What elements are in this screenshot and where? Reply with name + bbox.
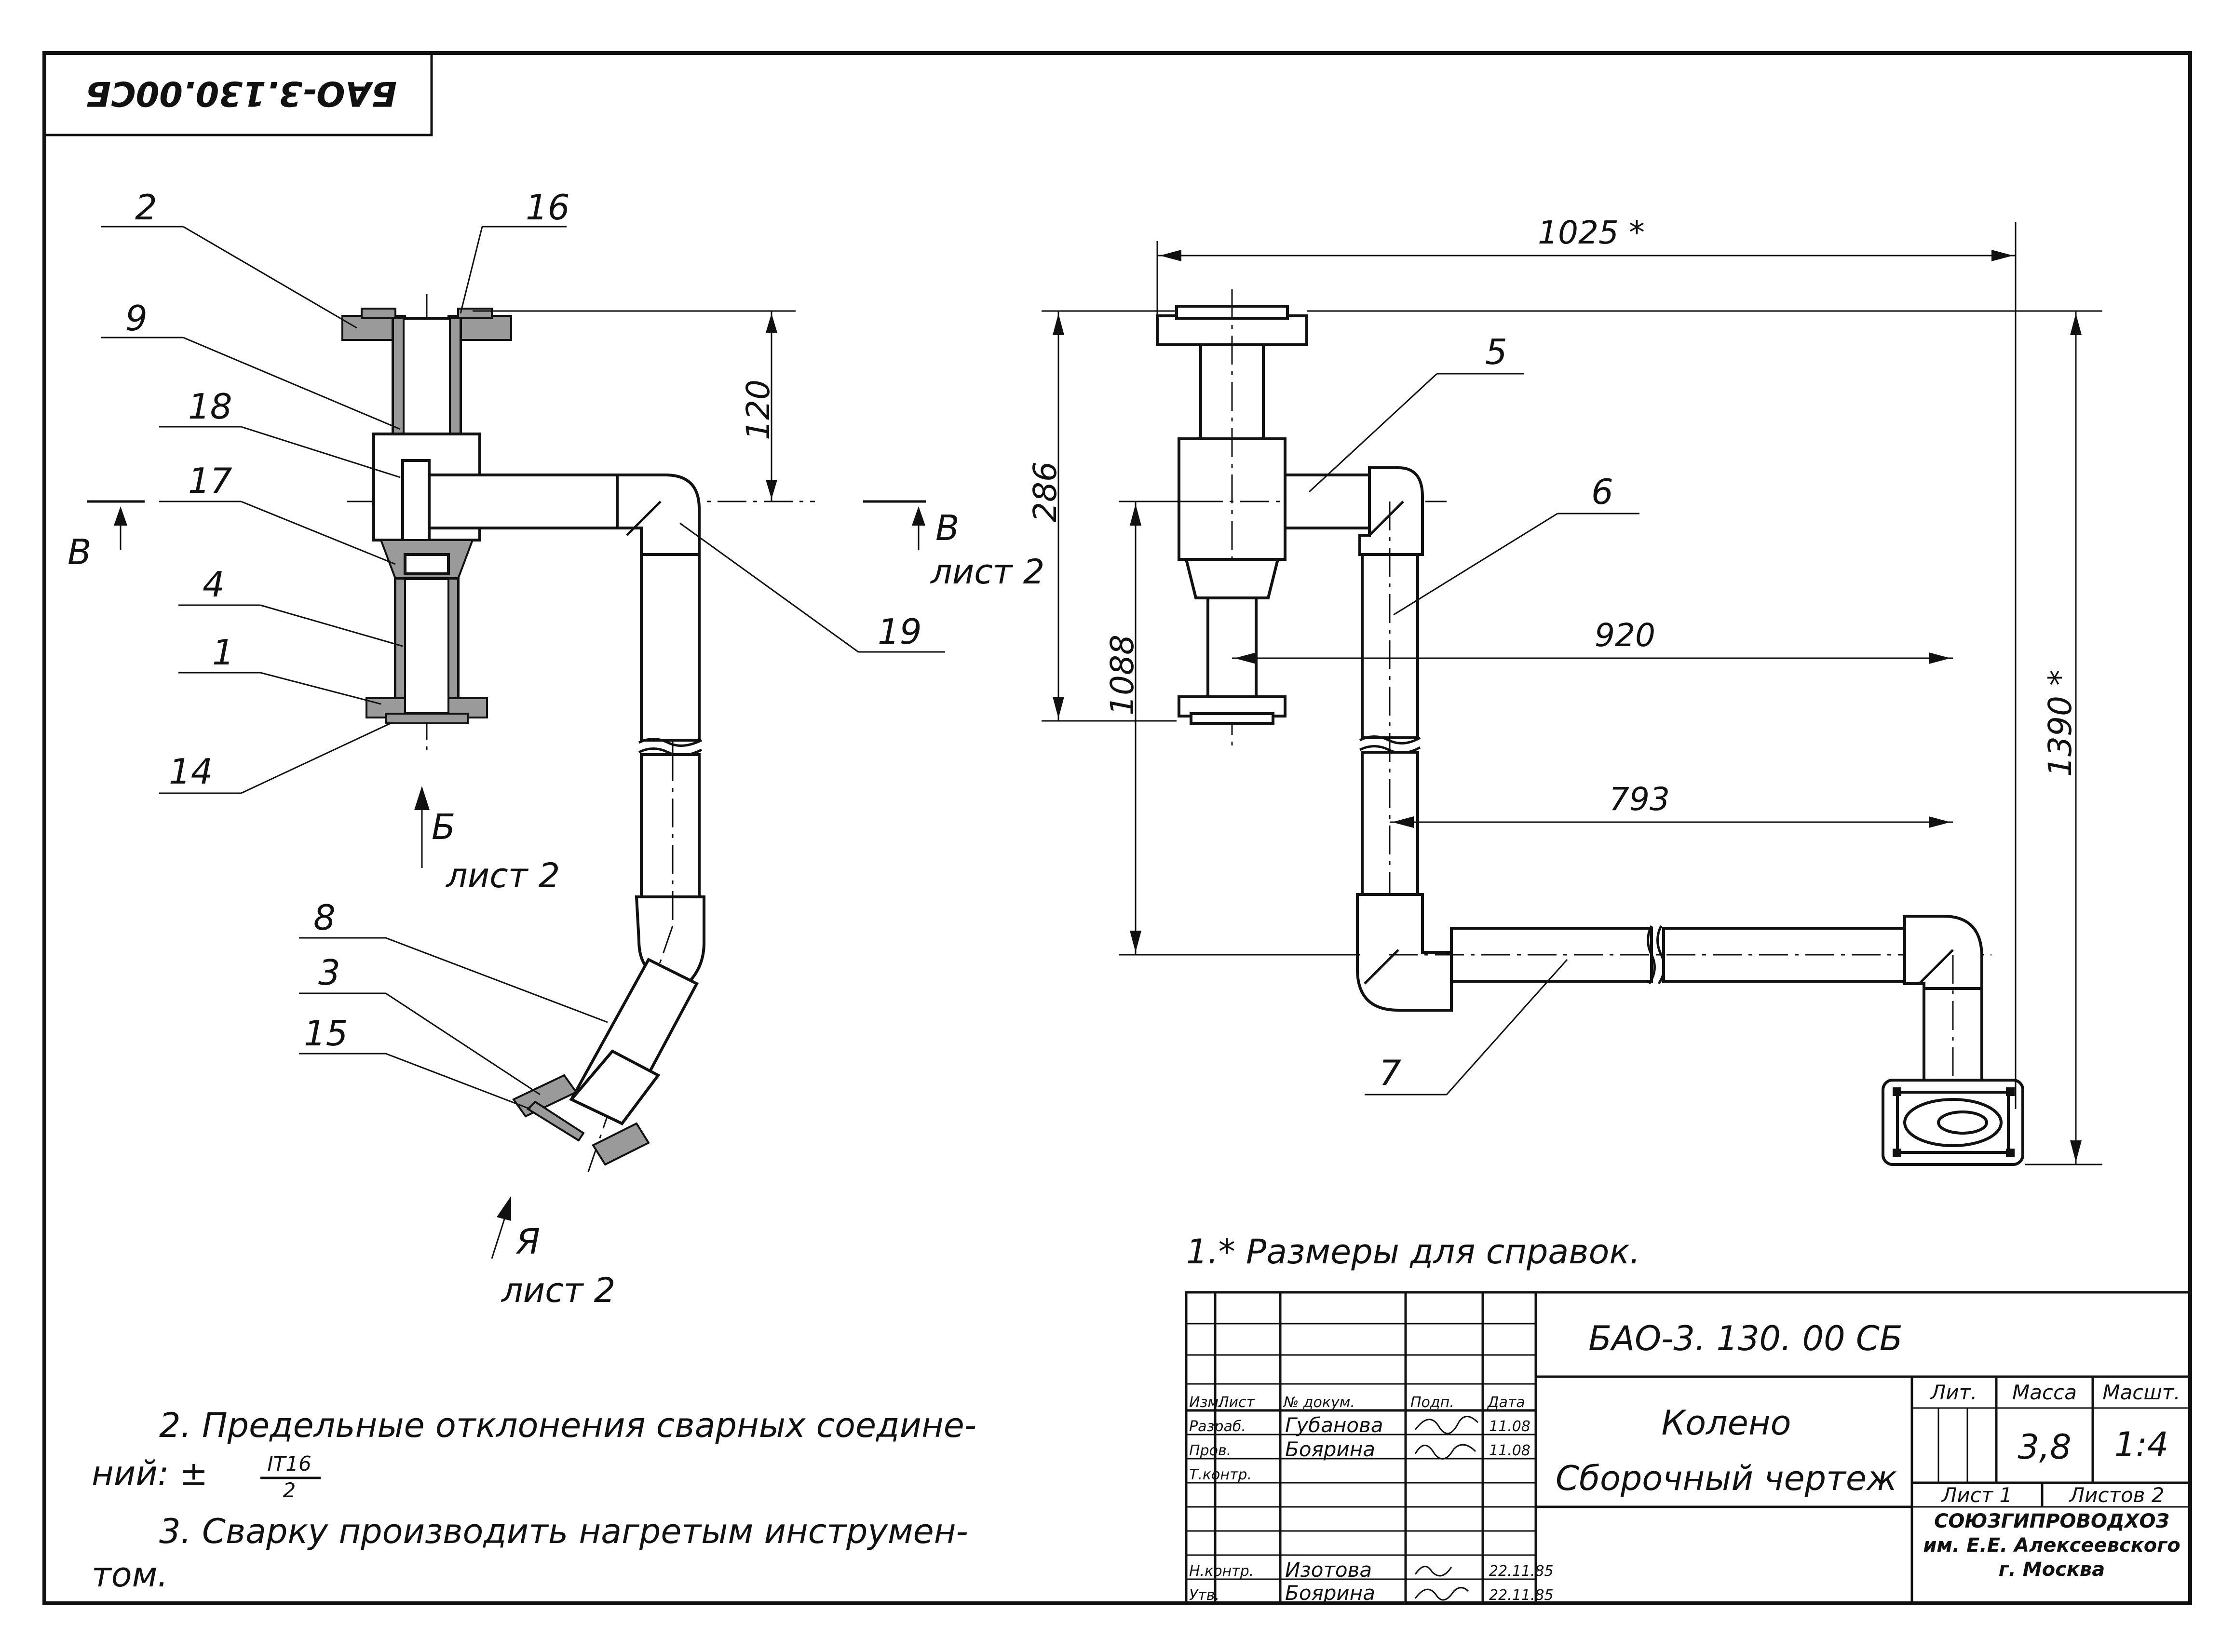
notes: 1.* Размеры для справок. 2. Предельные о… bbox=[92, 1232, 1640, 1595]
right-view-leaders: 5 6 7 bbox=[1308, 332, 1639, 1096]
label-16: 16 bbox=[526, 187, 570, 228]
dim-286-text: 286 bbox=[1027, 461, 1064, 522]
view-b-mark: Б bbox=[432, 807, 455, 847]
label-9: 9 bbox=[125, 298, 148, 339]
label-18: 18 bbox=[188, 386, 232, 427]
note-2-fraction-den: 2 bbox=[283, 1478, 296, 1502]
tb-sheet: Лист 1 bbox=[1941, 1483, 2013, 1507]
tb-role-tech-control: Т.контр. bbox=[1189, 1466, 1252, 1483]
tb-name-norm-control: Изотова bbox=[1285, 1558, 1372, 1582]
view-ya-sheet: лист 2 bbox=[501, 1271, 615, 1310]
label-1: 1 bbox=[212, 632, 234, 673]
left-view bbox=[341, 294, 815, 1172]
tb-sheets: Листов 2 bbox=[2069, 1483, 2165, 1507]
section-sheet-right: лист 2 bbox=[930, 552, 1044, 592]
dim-793-text: 793 bbox=[1609, 781, 1670, 818]
top-stamp: БАО-3.130.00СБ bbox=[44, 53, 433, 136]
tb-role-developer: Разраб. bbox=[1189, 1418, 1246, 1435]
signature-norm-control bbox=[1414, 1566, 1452, 1577]
tb-name-checker: Боярина bbox=[1285, 1437, 1375, 1461]
dim-120: 120 bbox=[473, 310, 796, 501]
tb-date-developer: 11.08 bbox=[1489, 1418, 1530, 1435]
tb-header-doc-no: № докум. bbox=[1283, 1394, 1355, 1411]
note-2-line1: 2. Предельные отклонения сварных соедине… bbox=[159, 1406, 976, 1445]
tb-header-mass: Масса bbox=[2012, 1381, 2077, 1404]
left-view-leaders: 2 16 9 18 17 4 1 14 19 8 3 15 bbox=[101, 187, 945, 1110]
right-view bbox=[1148, 289, 2024, 1166]
signature-developer bbox=[1414, 1416, 1479, 1435]
tb-doc-type: Сборочный чертеж bbox=[1556, 1459, 1897, 1498]
signature-checker bbox=[1414, 1444, 1476, 1460]
tb-date-checker: 11.08 bbox=[1489, 1442, 1530, 1459]
tb-role-checker: Пров. bbox=[1189, 1442, 1231, 1459]
label-8: 8 bbox=[313, 897, 336, 938]
tb-role-approved: Утв. bbox=[1189, 1587, 1219, 1604]
right-view-dimensions: 1025 * 1390 * 286 1088 920 793 bbox=[1027, 214, 2102, 1165]
section-mark-left: В bbox=[68, 532, 91, 572]
label-4: 4 bbox=[203, 564, 225, 605]
dim-1025-text: 1025 * bbox=[1538, 214, 1645, 251]
tb-name: Колено bbox=[1662, 1403, 1791, 1443]
dim-120-text: 120 bbox=[740, 379, 777, 440]
label-6: 6 bbox=[1591, 472, 1613, 512]
tb-mass-value: 3,8 bbox=[2018, 1427, 2071, 1467]
tb-header-date: Дата bbox=[1487, 1394, 1525, 1411]
label-3: 3 bbox=[318, 952, 340, 993]
signature-approved bbox=[1414, 1587, 1469, 1601]
dim-1390-text: 1390 * bbox=[2042, 670, 2079, 777]
tb-header-lit: Лит. bbox=[1930, 1381, 1977, 1404]
tb-header-scale: Масшт. bbox=[2102, 1381, 2180, 1404]
label-19: 19 bbox=[878, 611, 922, 652]
note-2-fraction-num: IT16 bbox=[267, 1452, 311, 1476]
tb-role-norm-control: Н.контр. bbox=[1189, 1563, 1254, 1580]
label-15: 15 bbox=[304, 1013, 348, 1054]
note-3-line2: том. bbox=[92, 1555, 168, 1595]
tb-code: БАО-3. 130. 00 СБ bbox=[1588, 1319, 1903, 1358]
tb-date-norm-control: 22.11.85 bbox=[1489, 1563, 1554, 1580]
note-2-line2-prefix: ний: ± bbox=[92, 1454, 208, 1493]
section-marks: В В лист 2 Б лист 2 Я лист 2 bbox=[68, 500, 1044, 1310]
title-block: Изм. Лист № докум. Подп. Дата Разраб. Пр… bbox=[1185, 1291, 2192, 1605]
tb-scale-value: 1:4 bbox=[2114, 1425, 2169, 1464]
label-5: 5 bbox=[1485, 332, 1507, 372]
top-stamp-code: БАО-3.130.00СБ bbox=[85, 74, 397, 113]
label-17: 17 bbox=[188, 460, 232, 501]
tb-header-list: Лист bbox=[1218, 1394, 1256, 1411]
tb-header-izm: Изм. bbox=[1189, 1394, 1223, 1411]
view-ya-mark: Я bbox=[515, 1221, 540, 1262]
label-7: 7 bbox=[1379, 1053, 1401, 1093]
dim-1088-text: 1088 bbox=[1104, 635, 1141, 716]
label-2: 2 bbox=[135, 187, 157, 228]
tb-date-approved: 22.11.85 bbox=[1489, 1587, 1554, 1604]
label-14: 14 bbox=[169, 751, 213, 792]
note-1: 1.* Размеры для справок. bbox=[1186, 1232, 1640, 1272]
tb-name-developer: Губанова bbox=[1285, 1413, 1383, 1437]
view-b-sheet: лист 2 bbox=[445, 856, 560, 895]
tb-organization: СОЮЗГИПРОВОДХОЗ им. Е.Е. Алексеевского г… bbox=[1923, 1510, 2180, 1581]
tb-header-sign: Подп. bbox=[1410, 1394, 1454, 1411]
outer-frame bbox=[42, 51, 2192, 1605]
note-3-line1: 3. Сварку производить нагретым инструмен… bbox=[159, 1512, 968, 1551]
dim-920-text: 920 bbox=[1595, 617, 1655, 654]
tb-name-approved: Боярина bbox=[1285, 1581, 1375, 1605]
section-mark-right: В bbox=[935, 508, 959, 548]
